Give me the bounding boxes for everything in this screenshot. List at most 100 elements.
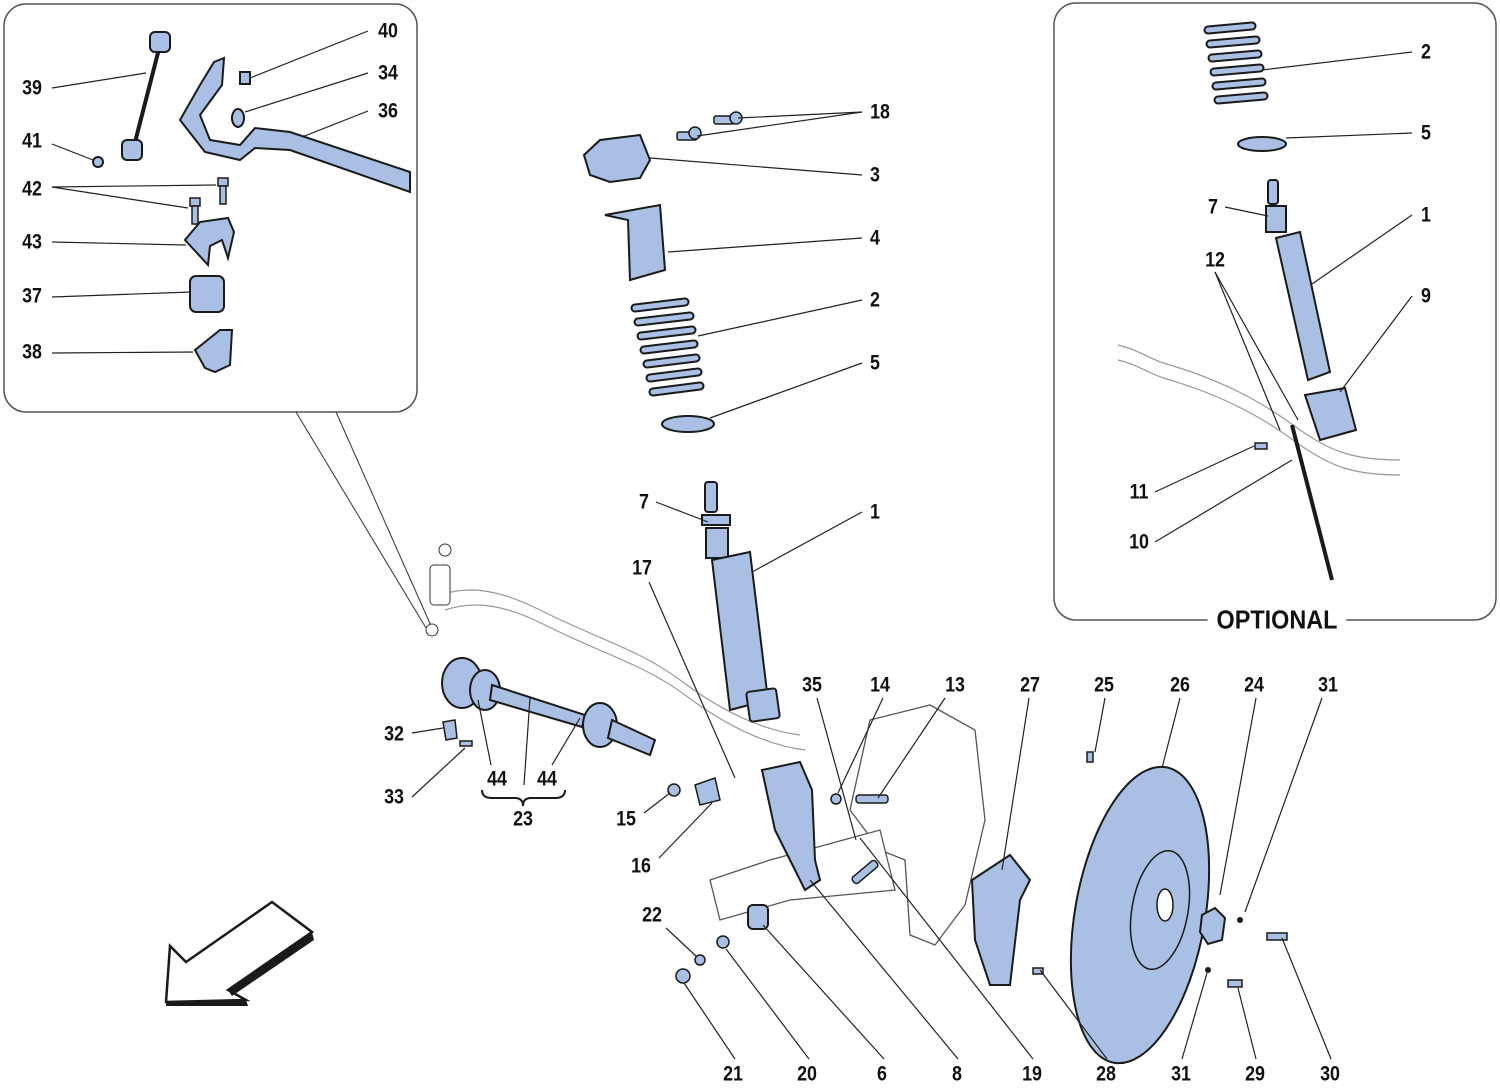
callout-label-5: 5 — [870, 351, 880, 375]
screw-25 — [1086, 751, 1094, 763]
callout-label-7: 7 — [1208, 195, 1218, 219]
callout-label-15: 15 — [616, 807, 636, 831]
brace-44-23 — [481, 789, 566, 807]
callout-label-41: 41 — [22, 129, 42, 153]
callout-label-44: 44 — [487, 767, 507, 791]
washer-20 — [716, 935, 730, 949]
hub-nut-24 — [1198, 906, 1227, 946]
callout-label-2: 2 — [870, 288, 880, 312]
callout-label-19: 19 — [1022, 1062, 1042, 1086]
stud-30 — [1266, 932, 1288, 941]
washer-34 — [231, 108, 245, 128]
bracket-16 — [694, 777, 721, 806]
callout-label-42: 42 — [22, 177, 42, 201]
ghost-antiroll-bar-optional — [1117, 344, 1401, 476]
callout-label-29: 29 — [1245, 1062, 1265, 1086]
callout-label-9: 9 — [1421, 284, 1431, 308]
callout-label-38: 38 — [22, 340, 42, 364]
callout-label-30: 30 — [1320, 1062, 1340, 1086]
pin-31b — [1205, 967, 1211, 973]
callout-label-34: 34 — [378, 61, 398, 85]
bolt-33 — [459, 740, 473, 747]
callout-label-32: 32 — [384, 722, 404, 746]
coil-spring-2-optional-fill — [1205, 23, 1267, 103]
steering-knuckle-8 — [760, 760, 822, 892]
callout-label-18: 18 — [870, 100, 890, 124]
spring-seat-5 — [661, 415, 715, 433]
callout-label-21: 21 — [723, 1062, 743, 1086]
antiroll-bar-36 — [178, 56, 411, 194]
bracket-32 — [442, 719, 458, 741]
shock-absorber-1-optional — [1265, 179, 1332, 382]
callout-label-6: 6 — [877, 1062, 887, 1086]
coil-spring-2-optional — [1203, 21, 1269, 105]
callout-label-39: 39 — [22, 76, 42, 100]
callout-label-2: 2 — [1421, 40, 1431, 64]
callout-label-28: 28 — [1096, 1062, 1116, 1086]
callout-label-3: 3 — [870, 163, 880, 187]
inset-pointer-line — [295, 411, 427, 629]
driveshaft-23 — [441, 657, 657, 757]
adapter-9-optional — [1303, 386, 1358, 442]
ghost-antiroll-bar — [439, 589, 806, 751]
bolt-11-optional — [1254, 442, 1268, 450]
callout-label-26: 26 — [1170, 673, 1190, 697]
callout-label-25: 25 — [1094, 673, 1114, 697]
bushing-37 — [189, 275, 225, 313]
callout-label-31: 31 — [1171, 1062, 1191, 1086]
inset-pointer-line — [335, 411, 433, 629]
antiroll-bar-inset-frame — [3, 3, 418, 413]
callout-label-22: 22 — [642, 903, 662, 927]
callout-label-33: 33 — [384, 785, 404, 809]
bushing-6 — [747, 904, 769, 930]
rod-10-optional — [1290, 424, 1334, 581]
bump-stop-4 — [604, 203, 667, 282]
callout-label-31: 31 — [1318, 673, 1338, 697]
callout-label-35: 35 — [802, 673, 822, 697]
end-link-ghost — [425, 543, 452, 637]
callout-label-1: 1 — [870, 500, 880, 524]
bolts-42 — [189, 177, 229, 225]
callout-label-7: 7 — [639, 490, 649, 514]
pin-31a — [1237, 917, 1243, 923]
end-link-39 — [121, 31, 171, 161]
nut-15 — [667, 783, 681, 797]
callout-label-23: 23 — [513, 807, 533, 831]
clamp-38 — [193, 329, 234, 374]
callout-label-11: 11 — [1129, 480, 1149, 504]
nut-21 — [675, 968, 691, 984]
callout-label-44: 44 — [537, 767, 557, 791]
callout-label-8: 8 — [952, 1062, 962, 1086]
washer-41 — [92, 156, 104, 168]
callout-label-16: 16 — [631, 854, 651, 878]
callout-label-27: 27 — [1020, 673, 1040, 697]
callout-label-13: 13 — [945, 673, 965, 697]
callout-label-4: 4 — [870, 226, 880, 250]
brake-shield-27 — [970, 853, 1032, 986]
bolt-13 — [855, 794, 889, 804]
washer-22 — [694, 954, 706, 966]
callout-label-1: 1 — [1421, 203, 1431, 227]
bolts-18 — [676, 111, 743, 141]
callout-label-24: 24 — [1244, 673, 1264, 697]
optional-inset-frame — [1053, 2, 1497, 621]
bolt-29 — [1227, 979, 1243, 988]
nut-40 — [239, 71, 251, 85]
bolt-19 — [851, 859, 879, 885]
callout-label-12: 12 — [1205, 248, 1225, 272]
shock-absorber-1 — [701, 481, 781, 723]
bracket-43 — [183, 216, 236, 268]
callout-label-36: 36 — [378, 99, 398, 123]
callout-label-14: 14 — [870, 673, 890, 697]
callout-label-43: 43 — [22, 230, 42, 254]
spring-seat-5-optional — [1237, 136, 1287, 152]
brake-disc-26 — [1069, 765, 1211, 1065]
washer-14 — [830, 793, 842, 805]
coil-spring-2-fill — [632, 299, 703, 395]
optional-caption: OPTIONAL — [1207, 604, 1347, 636]
upper-mount-3 — [582, 133, 652, 184]
callout-label-40: 40 — [378, 19, 398, 43]
leader-lines — [51, 30, 1413, 1060]
callout-label-20: 20 — [797, 1062, 817, 1086]
